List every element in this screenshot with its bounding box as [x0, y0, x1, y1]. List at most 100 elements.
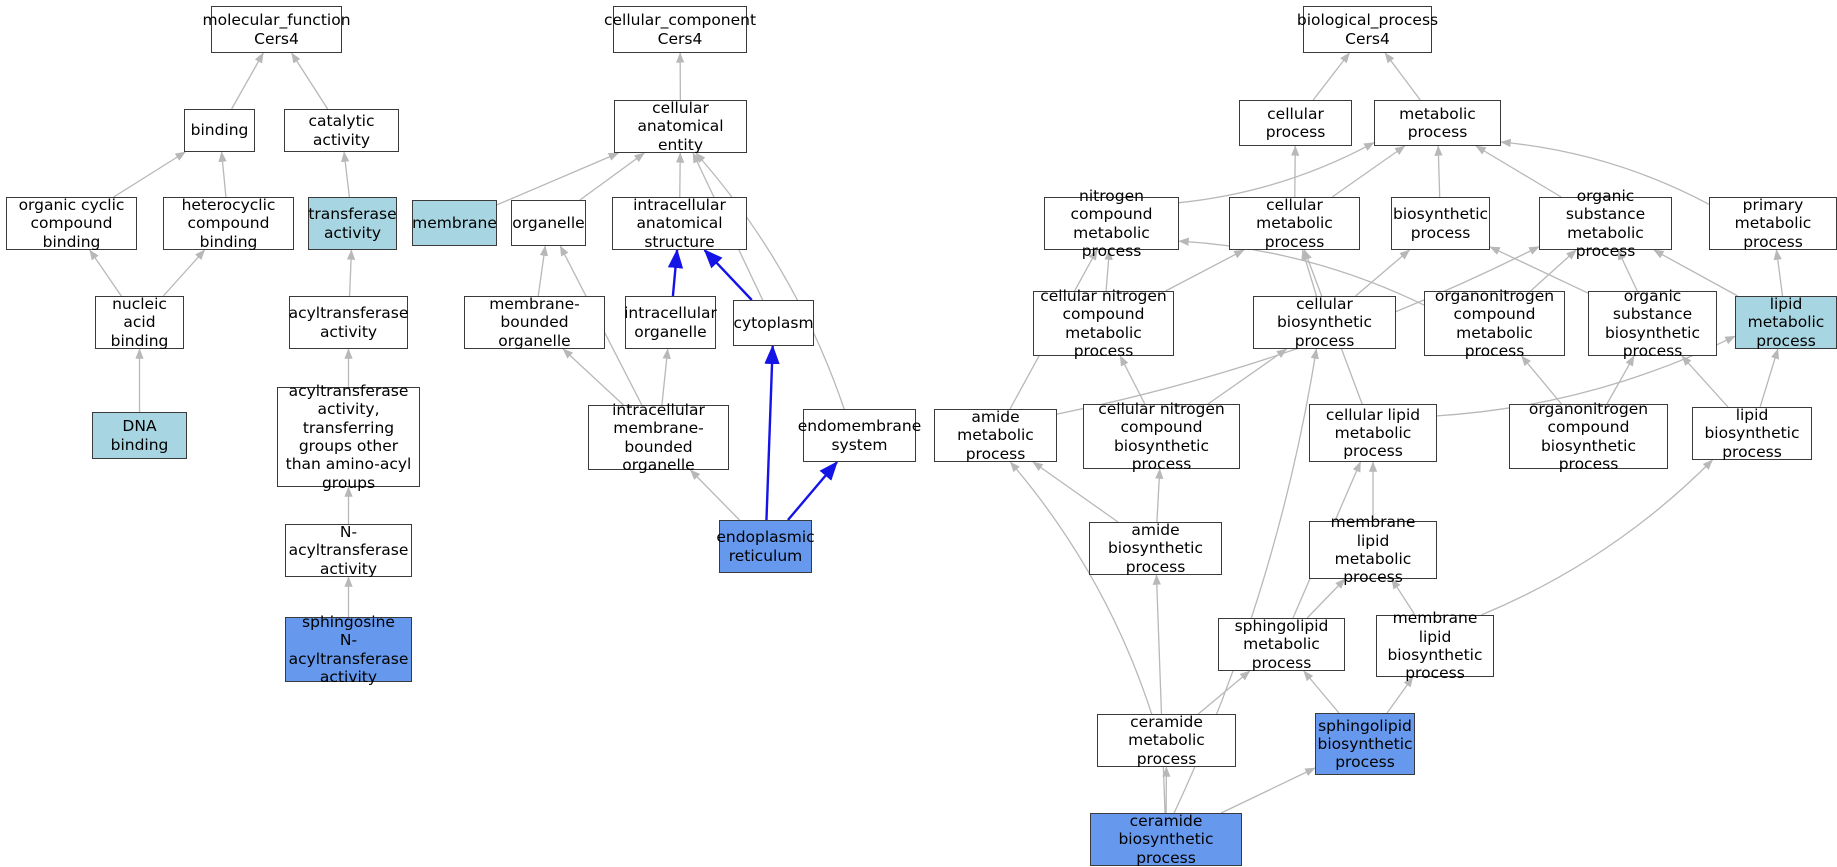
dag-edge-intracellular-membrane-bounded-organelle-to-intracellular-organelle: [661, 348, 671, 406]
dag-edge-organic-cyclic-compound-binding-to-binding: [113, 151, 186, 198]
dag-edge-amide-biosynthetic-process-to-amide-metabolic-process: [1032, 461, 1119, 523]
go-term-node-organelle[interactable]: organelle: [511, 200, 586, 246]
dag-edge-nucleic-acid-binding-to-organic-cyclic-compound-binding: [89, 249, 122, 297]
go-term-label: catalytic activity: [308, 112, 375, 149]
go-term-label: cytoplasm: [733, 313, 814, 332]
go-term-node-catalytic-activity[interactable]: catalytic activity: [284, 109, 399, 152]
go-term-node-cellular-process[interactable]: cellular process: [1239, 100, 1352, 146]
dag-edge-membrane-lipid-biosynthetic-process-to-membrane-lipid-metabolic-process: [1391, 578, 1416, 616]
dag-edge-cellular-biosynthetic-process-to-biosynthetic-process: [1355, 249, 1410, 297]
dag-edge-cellular-nitrogen-compound-metabolic-process-to-nitrogen-compound-metabolic-process: [1104, 249, 1113, 292]
dag-edge-nucleic-acid-binding-to-heterocyclic-compound-binding: [162, 249, 206, 297]
dag-edge-sphingolipid-biosynthetic-process-to-membrane-lipid-biosynthetic-process: [1386, 676, 1414, 714]
go-term-label: metabolic process: [1399, 104, 1476, 141]
dag-edge-cytoplasm-to-intracellular-anatomical-structure: [703, 249, 753, 301]
dag-edge-endoplasmic-reticulum-to-cytoplasm: [764, 344, 780, 521]
go-term-node-metabolic-process[interactable]: metabolic process: [1374, 100, 1501, 146]
dag-edge-endomembrane-system-to-cellular-anatomical-entity: [695, 152, 845, 410]
dag-edge-acyltransferase-activity-to-transferase-activity: [346, 249, 356, 297]
dag-edge-ceramide-metabolic-process-to-sphingolipid-metabolic-process: [1197, 670, 1251, 715]
dag-edge-organic-substance-biosynthetic-process-to-organic-substance-metabolic-process: [1617, 249, 1638, 292]
go-term-node-binding[interactable]: binding: [184, 109, 255, 152]
dag-edge-amide-biosynthetic-process-to-cellular-nitrogen-compound-biosynthetic-process: [1155, 468, 1164, 523]
dag-edge-endoplasmic-reticulum-to-endomembrane-system: [787, 461, 838, 521]
go-term-node-cytoplasm[interactable]: cytoplasm: [733, 300, 814, 346]
dag-edge-organelle-to-cellular-anatomical-entity: [579, 152, 645, 201]
dag-edge-cellular-nitrogen-compound-biosynthetic-process-to-cellular-biosynthetic-process: [1207, 348, 1288, 405]
dag-edge-metabolic-process-to-bp-root: [1384, 52, 1421, 101]
dag-edge-organic-substance-biosynthetic-process-to-biosynthetic-process: [1489, 246, 1589, 294]
dag-edge-sphingolipid-biosynthetic-process-to-sphingolipid-metabolic-process: [1303, 670, 1340, 714]
dag-edge-cellular-metabolic-process-to-metabolic-process: [1331, 145, 1406, 198]
go-term-label: binding: [190, 121, 249, 140]
dag-edge-catalytic-activity-to-mf-root: [291, 52, 329, 110]
go-term-node-membrane[interactable]: membrane: [412, 200, 497, 246]
go-term-node-dna-binding[interactable]: DNA binding: [92, 412, 187, 459]
dag-edge-membrane-lipid-biosynthetic-process-to-lipid-biosynthetic-process: [1480, 459, 1713, 616]
dag-edge-intracellular-membrane-bounded-organelle-to-membrane-bounded-organelle: [562, 348, 624, 406]
